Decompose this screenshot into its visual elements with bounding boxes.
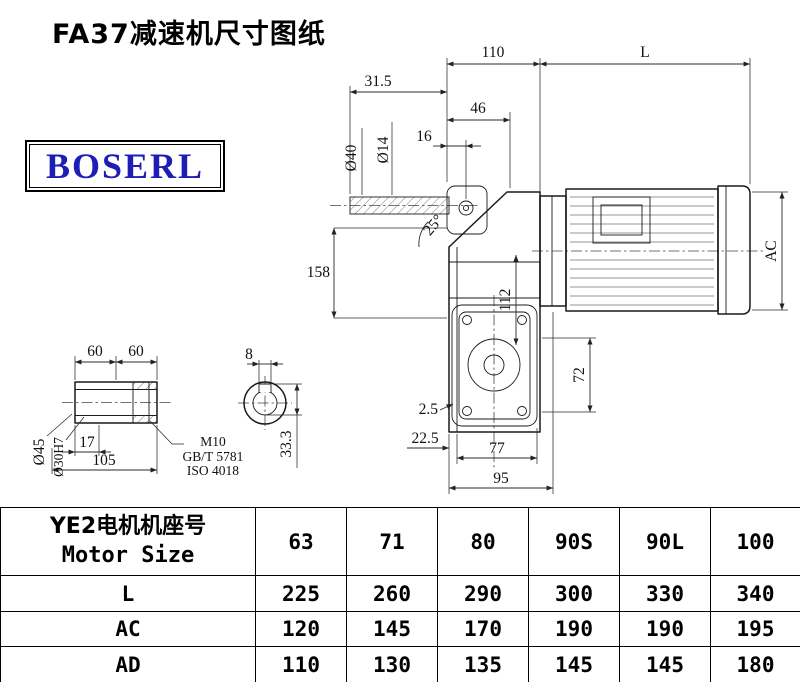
note-gbt5781-label: GB/T 5781 <box>183 449 244 464</box>
value-cell: 145 <box>528 646 620 682</box>
dim-17-label: 17 <box>79 434 95 451</box>
dim-angle25-label: 25° <box>420 211 447 239</box>
dim-77-label: 77 <box>489 440 505 457</box>
output-shaft <box>349 196 450 215</box>
table-row-L: L 225 260 290 300 330 340 <box>0 575 800 612</box>
value-cell: 225 <box>255 575 347 612</box>
row-label-AD: AD <box>0 646 256 682</box>
table-row-AC: AC 120 145 170 190 190 195 <box>0 611 800 647</box>
value-cell: 260 <box>346 575 438 612</box>
table-header-row: YE2电机机座号 Motor Size 63 71 80 90S 90L 100 <box>0 507 800 576</box>
col-header-71: 71 <box>346 507 438 576</box>
dim-dia30h7-label: Ø30H7 <box>51 437 66 477</box>
value-cell: 190 <box>619 611 711 647</box>
input-flange-plate <box>446 185 488 235</box>
dim-60b-label: 60 <box>128 343 144 360</box>
value-cell: 120 <box>255 611 347 647</box>
dim-72-label: 72 <box>571 367 588 383</box>
motor-body <box>565 188 719 312</box>
dim-105-label: 105 <box>92 452 116 469</box>
logo-inner-border: BOSERL <box>29 144 221 188</box>
dim-dia40-label: Ø40 <box>343 144 360 171</box>
dim-60a-label: 60 <box>87 343 103 360</box>
value-cell: 300 <box>528 575 620 612</box>
dim-dia45-label: Ø45 <box>31 438 48 465</box>
dim-112-label: 112 <box>497 289 514 312</box>
value-cell: 110 <box>255 646 347 682</box>
dim-110-label: 110 <box>482 44 505 61</box>
value-cell: 145 <box>346 611 438 647</box>
dim-16-label: 16 <box>416 128 432 145</box>
main-assembly-view <box>330 185 764 468</box>
dim-2-5-label: 2.5 <box>419 401 439 418</box>
technical-drawing: 110 L 31.5 46 16 Ø40 Ø14 25° 158 112 AC … <box>31 44 788 494</box>
note-m10-label: M10 <box>200 434 226 449</box>
dim-dia14-label: Ø14 <box>375 136 392 163</box>
value-cell: 195 <box>710 611 800 647</box>
dim-AC-label: AC <box>763 240 780 262</box>
table-row-AD: AD 110 130 135 145 145 180 <box>0 646 800 682</box>
note-iso4018-label: ISO 4018 <box>187 463 239 478</box>
dim-22-5-label: 22.5 <box>411 430 438 447</box>
col-header-80: 80 <box>437 507 529 576</box>
motor-size-table: YE2电机机座号 Motor Size 63 71 80 90S 90L 100… <box>0 507 800 682</box>
row-label-AC: AC <box>0 611 256 647</box>
dim-L-label: L <box>640 44 649 61</box>
shaft-detail-view: 60 60 Ø45 Ø30H7 17 105 M10 GB/T 5781 ISO… <box>31 343 243 478</box>
value-cell: 135 <box>437 646 529 682</box>
page-title: FA37减速机尺寸图纸 <box>52 19 326 50</box>
gearbox-housing <box>448 191 541 433</box>
value-cell: 145 <box>619 646 711 682</box>
dim-8-label: 8 <box>245 346 253 363</box>
value-cell: 290 <box>437 575 529 612</box>
col-header-63: 63 <box>255 507 347 576</box>
value-cell: 330 <box>619 575 711 612</box>
dim-95-label: 95 <box>493 470 509 487</box>
col-header-100: 100 <box>710 507 800 576</box>
row-label-L: L <box>0 575 256 612</box>
motor-size-header-cn: YE2电机机座号 <box>49 513 207 539</box>
value-cell: 180 <box>710 646 800 682</box>
dim-158-label: 158 <box>307 264 331 281</box>
logo-text: BOSERL <box>45 146 205 186</box>
boserl-logo: BOSERL <box>25 140 225 192</box>
fan-cowl <box>717 185 751 315</box>
col-header-90s: 90S <box>528 507 620 576</box>
dim-33-3-label: 33.3 <box>278 430 295 457</box>
motor-size-header-cell: YE2电机机座号 Motor Size <box>0 507 256 576</box>
value-cell: 170 <box>437 611 529 647</box>
value-cell: 190 <box>528 611 620 647</box>
col-header-90l: 90L <box>619 507 711 576</box>
value-cell: 130 <box>346 646 438 682</box>
value-cell: 340 <box>710 575 800 612</box>
bore-detail-view: 8 33.3 <box>238 346 302 468</box>
motor-size-header-en: Motor Size <box>61 542 195 568</box>
dim-46-label: 46 <box>470 100 486 117</box>
main-view-dimensions: 110 L 31.5 46 16 Ø40 Ø14 25° 158 112 AC … <box>307 44 788 494</box>
dim-31-5-label: 31.5 <box>364 73 391 90</box>
